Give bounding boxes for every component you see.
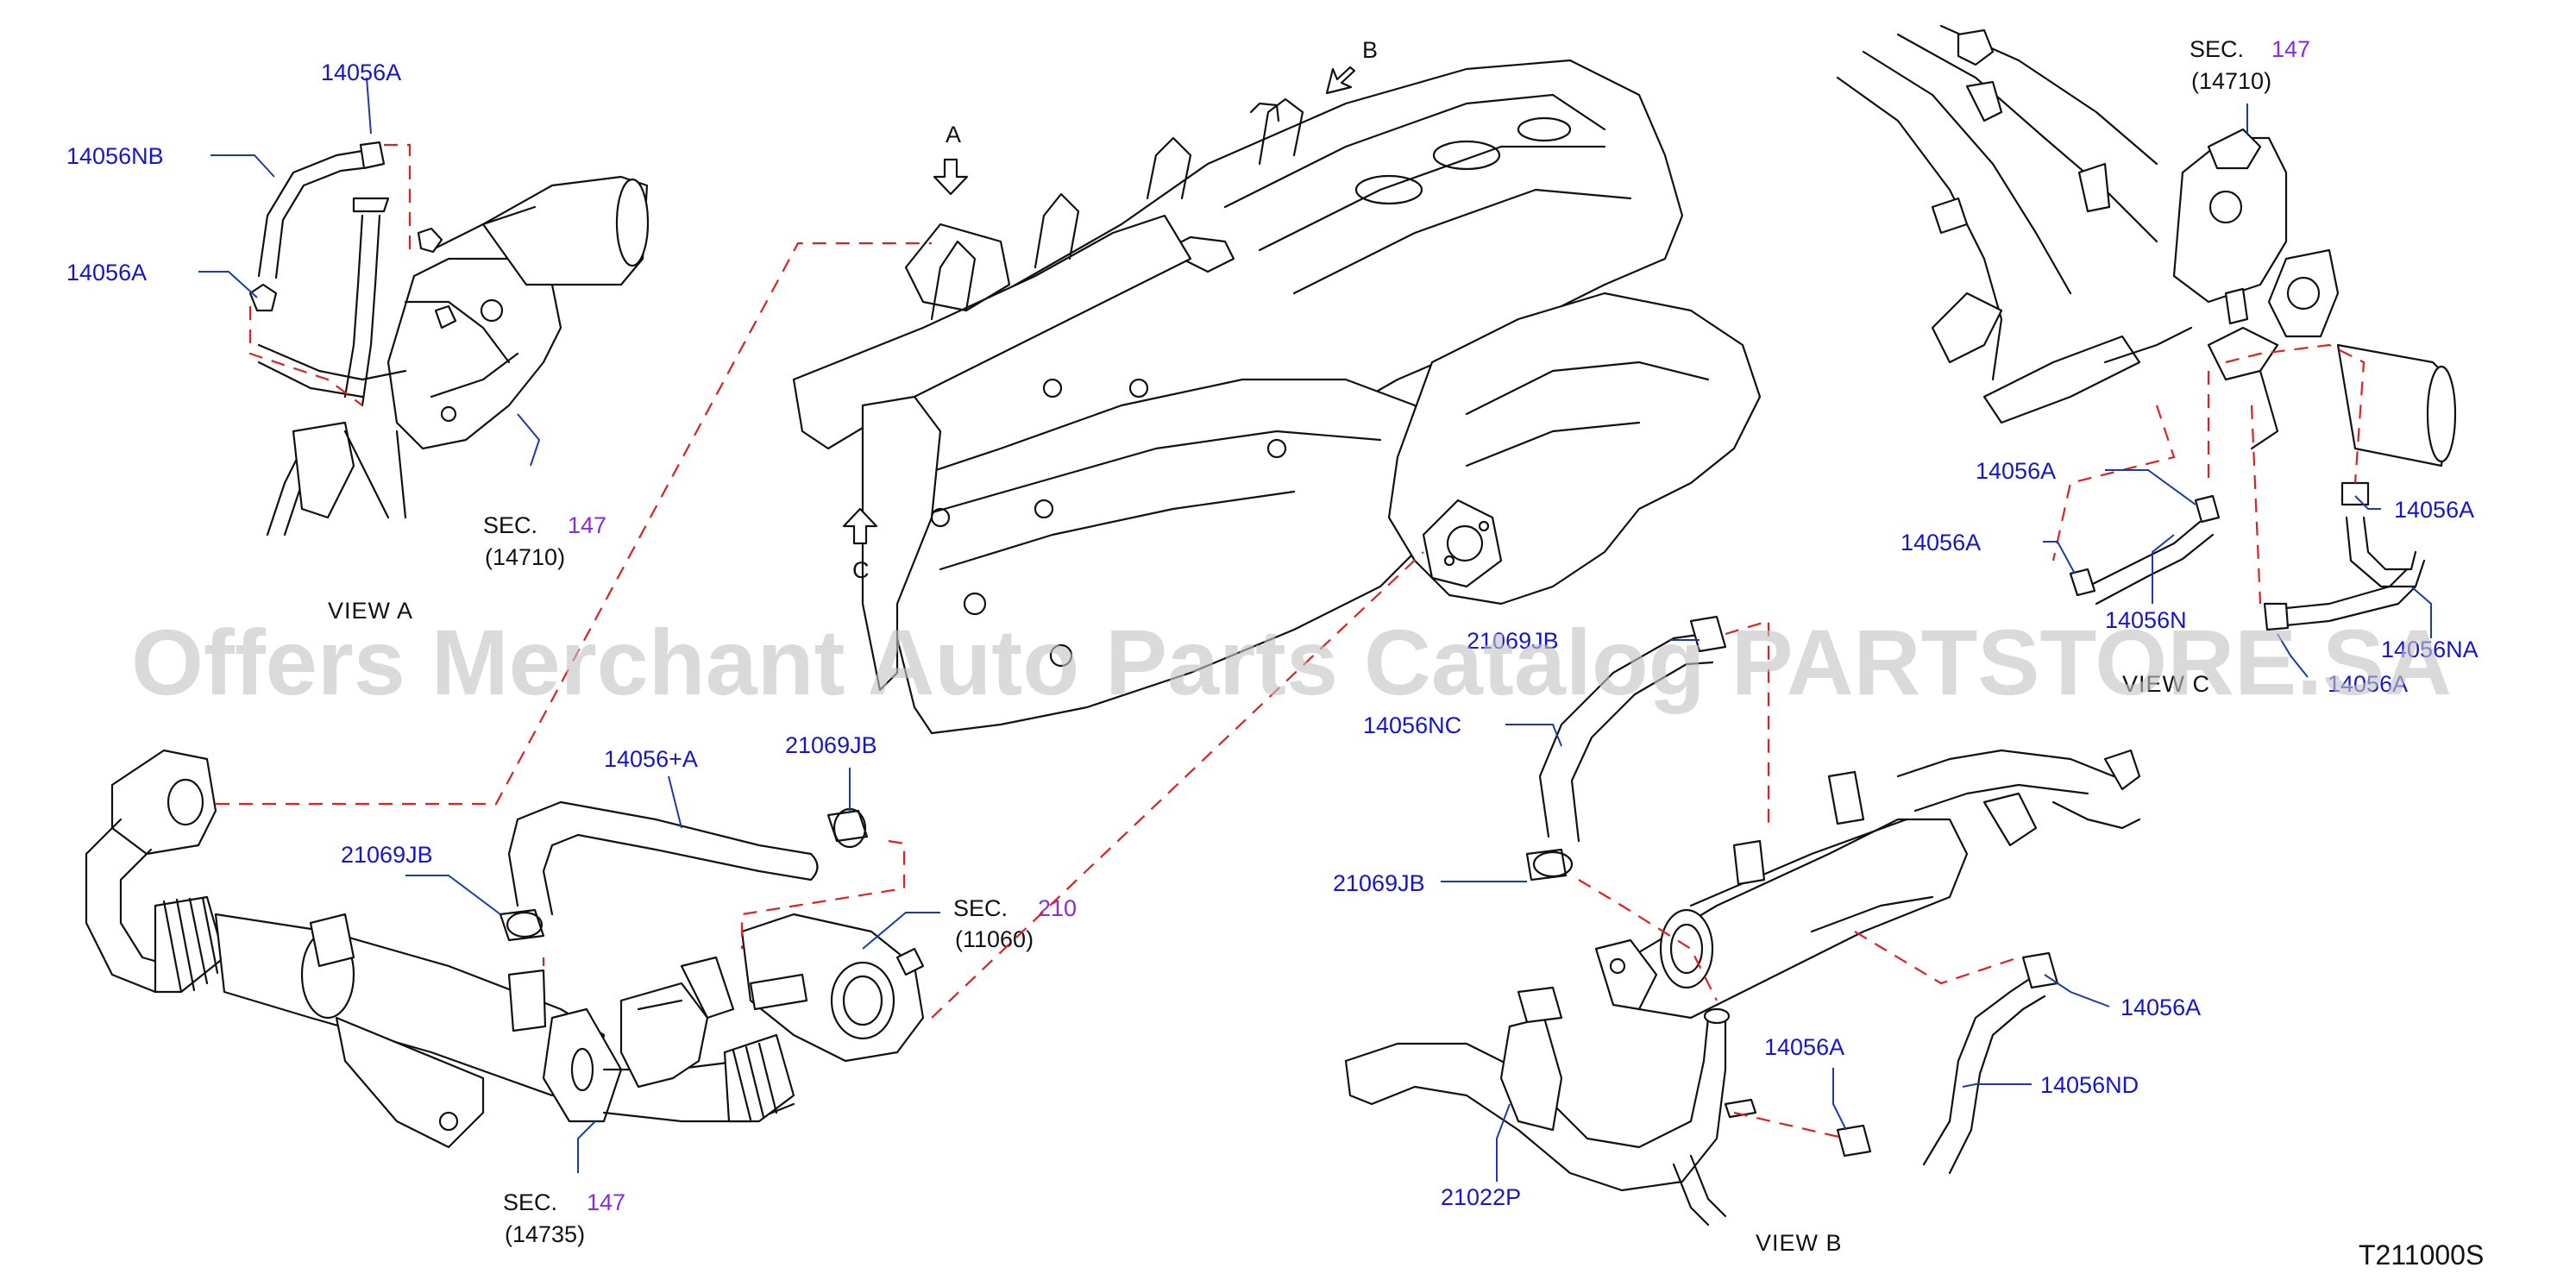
part-21069jb-label: 21069JB: [1467, 628, 1559, 654]
part-21022p-label: 21022P: [1441, 1184, 1521, 1210]
view-a-sec-number: 147: [568, 512, 606, 538]
view-c-sec-number: 147: [2271, 36, 2310, 62]
part-14056a-label: 14056A: [2394, 497, 2474, 523]
arrow-c: [842, 507, 878, 545]
egr-leaders: [405, 768, 940, 1173]
view-a-hidden-lines: [248, 143, 412, 406]
view-c-title: VIEW C: [2122, 671, 2210, 697]
arrow-b-label: B: [1362, 37, 1378, 63]
part-21069jb-label: 21069JB: [341, 842, 433, 868]
view-a-title: VIEW A: [328, 598, 413, 624]
part-21069jb-label: 21069JB: [785, 732, 877, 758]
part-14056a-label: 14056A: [1901, 530, 1981, 555]
egr-cooler-drawing: [85, 749, 925, 1149]
view-c-sec-prefix: SEC.: [2190, 36, 2244, 62]
connecting-hidden-lines: [216, 242, 1424, 1019]
watermark: Offers Merchant Auto Parts Catalog PARTS…: [131, 610, 2452, 714]
part-14056na-label: 14056NA: [2381, 637, 2479, 662]
egr-sec2-ref: (14735): [505, 1221, 585, 1247]
part-14056a-label: 14056A: [321, 60, 401, 85]
part-21069jb-label: 21069JB: [1333, 870, 1425, 896]
arrow-a: [933, 158, 969, 196]
part-14056a-label: 14056A: [1976, 458, 2056, 484]
view-a-leaders: [198, 77, 541, 467]
view-a-drawing: [248, 141, 650, 536]
egr-hidden-lines: [542, 839, 906, 966]
view-a-sec-ref: (14710): [485, 544, 565, 570]
view-a-sec-prefix: SEC.: [483, 512, 537, 538]
part-14056a-label: 14056A: [2120, 995, 2201, 1020]
view-c-drawing: [1836, 24, 2457, 631]
egr-sec-prefix: SEC.: [953, 895, 1008, 921]
view-c-hidden-lines: [2051, 343, 2366, 605]
egr-sec-ref: (11060): [955, 926, 1034, 952]
part-14056n-label: 14056N: [2105, 607, 2187, 633]
engine-drawing: [792, 59, 1762, 735]
view-b-title: VIEW B: [1756, 1230, 1843, 1256]
part-14056nb-label: 14056NB: [66, 143, 164, 169]
egr-sec2-prefix: SEC.: [503, 1189, 557, 1215]
view-c-leaders: [2043, 104, 2432, 678]
part-14056-plus-a-label: 14056+A: [604, 746, 698, 772]
part-14056a-label: 14056A: [66, 260, 147, 285]
arrow-b: [1325, 66, 1356, 95]
arrow-a-label: A: [946, 122, 961, 147]
part-14056nd-label: 14056ND: [2040, 1072, 2139, 1098]
view-c-sec-ref: (14710): [2191, 68, 2271, 94]
part-14056a-label: 14056A: [1764, 1034, 1844, 1060]
view-b-hidden-lines: [1578, 619, 2020, 1140]
part-14056nc-label: 14056NC: [1363, 712, 1461, 738]
view-arrows: [842, 66, 1356, 545]
part-14056a-label: 14056A: [2328, 671, 2408, 697]
egr-sec2-number: 147: [587, 1189, 625, 1215]
view-b-leaders: [1441, 639, 2110, 1182]
arrow-c-label: C: [852, 557, 870, 583]
view-b-drawing: [1344, 615, 2141, 1227]
drawing-code: T211000S: [2359, 1239, 2484, 1271]
